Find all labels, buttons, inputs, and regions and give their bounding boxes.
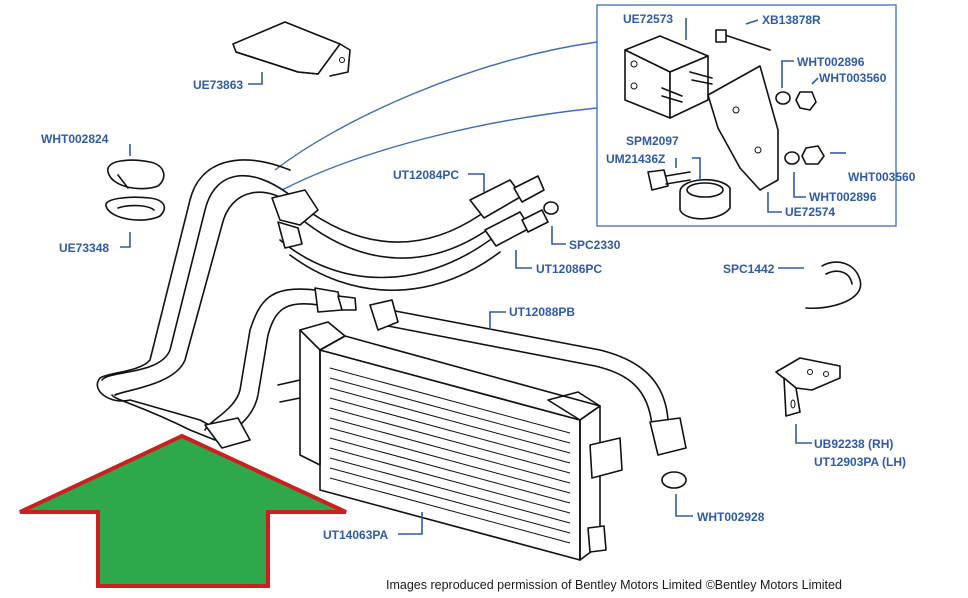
bracket-ub92238-part bbox=[775, 357, 841, 417]
label-ue73348: UE73348 bbox=[59, 241, 109, 255]
leader-curve-upper bbox=[274, 41, 598, 171]
grommet-spm2097-part bbox=[647, 169, 731, 220]
bracket-ue72574-part bbox=[707, 65, 779, 191]
credit-text: Images reproduced permission of Bentley … bbox=[386, 578, 842, 592]
hose-ut12086pc-part bbox=[279, 209, 549, 292]
label-wht003560-bot: WHT003560 bbox=[848, 170, 916, 184]
label-spc2330: SPC2330 bbox=[569, 238, 621, 252]
label-wht002896-bot: WHT002896 bbox=[809, 190, 877, 204]
clip-wht002824-part bbox=[107, 159, 165, 190]
label-leaders bbox=[120, 18, 846, 535]
leader-curve-lower bbox=[281, 107, 598, 191]
label-wht002824: WHT002824 bbox=[41, 132, 109, 146]
detail-inset-box bbox=[596, 4, 897, 227]
washers-nuts-inset bbox=[775, 91, 825, 165]
label-ue72573: UE72573 bbox=[623, 12, 673, 26]
grommet-ue73348-part bbox=[105, 196, 166, 221]
label-xb13878r: XB13878R bbox=[762, 13, 821, 27]
label-ut12088pb: UT12088PB bbox=[509, 305, 575, 319]
bracket-ue73863-part bbox=[232, 21, 351, 77]
hose-ut12084pc-part bbox=[299, 175, 545, 259]
label-um21436z: UM21436Z bbox=[606, 152, 665, 166]
label-ut12903pa: UT12903PA (LH) bbox=[814, 455, 906, 469]
label-ut14063pa: UT14063PA bbox=[323, 528, 388, 542]
bolts-inset bbox=[661, 29, 771, 103]
label-spm2097: SPM2097 bbox=[626, 134, 679, 148]
label-ut12086pc: UT12086PC bbox=[536, 262, 602, 276]
label-wht002896-top: WHT002896 bbox=[797, 55, 865, 69]
hose-end-fittings bbox=[271, 189, 319, 249]
oil-pipe-middle bbox=[204, 287, 357, 449]
pipe-ut12088pb-part bbox=[369, 299, 687, 489]
pointer-arrow-icon bbox=[19, 433, 347, 588]
oil-pipes-left bbox=[96, 159, 301, 441]
oil-cooler-ut14063pa-part bbox=[277, 321, 623, 561]
label-ue72574: UE72574 bbox=[785, 205, 835, 219]
washer-spc2330-part bbox=[543, 201, 559, 215]
bracket-ue72573-part bbox=[624, 35, 709, 119]
washer-wht002928-part bbox=[661, 471, 687, 489]
label-ub92238: UB92238 (RH) bbox=[814, 437, 893, 451]
label-ue73863: UE73863 bbox=[193, 78, 243, 92]
label-spc1442: SPC1442 bbox=[723, 262, 775, 276]
label-wht002928: WHT002928 bbox=[697, 510, 765, 524]
label-wht003560-top: WHT003560 bbox=[819, 71, 887, 85]
label-ut12084pc: UT12084PC bbox=[393, 168, 459, 182]
clip-spc1442-part bbox=[805, 261, 862, 310]
